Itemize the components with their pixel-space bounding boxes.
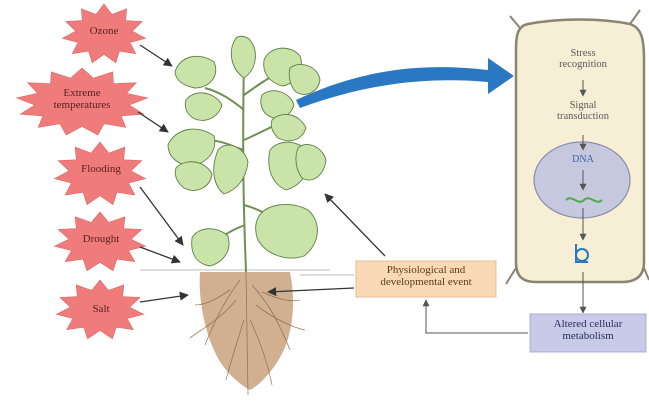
- extreme-temperatures-label: Extreme temperatures: [28, 88, 136, 111]
- plant-leaves: [168, 36, 326, 266]
- event-to-leaves-arrow: [325, 194, 385, 256]
- flooding-label: Flooding: [62, 164, 140, 176]
- flooding-arrow: [140, 187, 183, 245]
- dna-label: DNA: [560, 155, 606, 166]
- salt-label: Salt: [62, 304, 140, 316]
- drought-arrow: [140, 247, 180, 262]
- stress-recognition-label: Stress recognition: [540, 48, 626, 70]
- temperature-arrow: [138, 112, 168, 132]
- altered-metabolism-label: Altered cellular metabolism: [530, 318, 646, 342]
- ozone-label: Ozone: [72, 26, 136, 38]
- leaf-to-cell-arrow: [296, 58, 514, 108]
- physiological-event-label: Physiological and developmental event: [356, 264, 496, 288]
- signal-transduction-label: Signal transduction: [540, 100, 626, 122]
- drought-label: Drought: [62, 234, 140, 246]
- salt-arrow: [140, 295, 188, 302]
- metabolism-to-event-arrow: [426, 300, 528, 333]
- ozone-arrow: [140, 45, 172, 66]
